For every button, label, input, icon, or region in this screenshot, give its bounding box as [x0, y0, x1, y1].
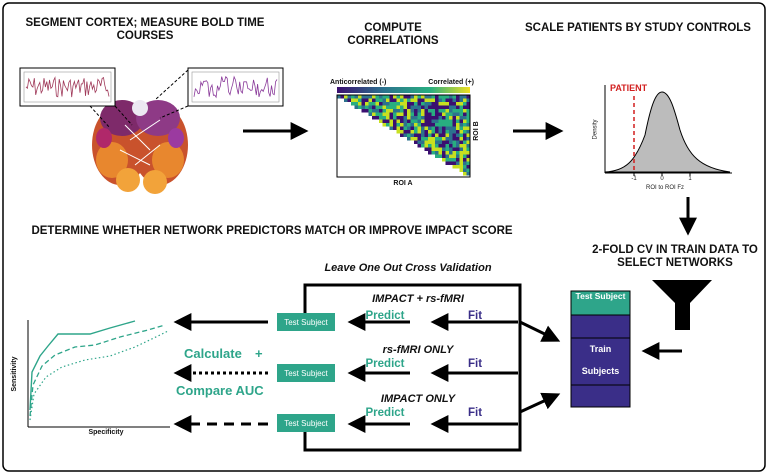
- density-xlabel: ROI to ROI Fz: [645, 185, 684, 191]
- predict-label: Predict: [365, 310, 405, 322]
- split-train-box: [570, 314, 631, 408]
- split-train-label: Train: [589, 344, 612, 354]
- loocv-label: Leave One Out Cross Validation: [324, 262, 492, 274]
- heading-two-fold-cv: 2-FOLD CV IN TRAIN DATA TO SELECT NETWOR…: [592, 244, 758, 270]
- correlated-label: Correlated (+): [428, 79, 474, 86]
- plus-label: +: [255, 346, 263, 361]
- calculate-label: Calculate: [184, 346, 242, 361]
- timecourse-panel-left: [19, 67, 116, 107]
- model-name: rs-fMRI ONLY: [382, 344, 454, 356]
- roc-xlabel: Specificity: [88, 429, 124, 436]
- anticorrelated-label: Anticorrelated (-): [330, 79, 387, 86]
- density-tick: -1: [631, 176, 637, 182]
- test-subject-box: Test Subject: [277, 313, 335, 331]
- predict-label: Predict: [365, 358, 405, 370]
- predict-label: Predict: [365, 407, 405, 419]
- density-tick: 1: [688, 176, 692, 182]
- test-subject-box: Test Subject: [277, 364, 335, 382]
- density-plot: [604, 85, 732, 176]
- roi-b-label: ROI B: [472, 121, 480, 141]
- test-subject-box: Test Subject: [277, 414, 335, 432]
- density-tick: 0: [660, 176, 664, 182]
- model-name: IMPACT ONLY: [380, 393, 456, 405]
- compare-auc-label: Compare AUC: [176, 383, 264, 398]
- loocv-loop: [303, 283, 522, 452]
- colorbar: [337, 87, 470, 93]
- brain-illustration: [92, 100, 188, 194]
- roc-ylabel: Sensitivity: [10, 356, 18, 392]
- fit-label: Fit: [467, 310, 483, 322]
- fit-label: Fit: [467, 407, 483, 419]
- heading-scale-patients: SCALE PATIENTS BY STUDY CONTROLS: [525, 22, 751, 34]
- roc-plot: [27, 320, 170, 428]
- heading-segment-cortex: SEGMENT CORTEX; MEASURE BOLD TIME COURSE…: [25, 17, 265, 43]
- patient-label: PATIENT: [610, 83, 648, 93]
- timecourse-panel-right: [187, 67, 284, 107]
- funnel-icon: [652, 280, 712, 330]
- split-subjects-label: Subjects: [581, 366, 620, 376]
- split-test-label: Test Subject: [575, 291, 626, 301]
- heading-determine-network: DETERMINE WHETHER NETWORK PREDICTORS MAT…: [31, 225, 513, 237]
- model-name: IMPACT + rs-fMRI: [372, 293, 464, 305]
- fit-label: Fit: [467, 358, 483, 370]
- heading-compute-correlations: COMPUTE CORRELATIONS: [347, 22, 439, 48]
- correlation-matrix: [337, 95, 470, 176]
- density-ylabel: Density: [592, 119, 599, 140]
- roi-a-label: ROI A: [393, 180, 413, 187]
